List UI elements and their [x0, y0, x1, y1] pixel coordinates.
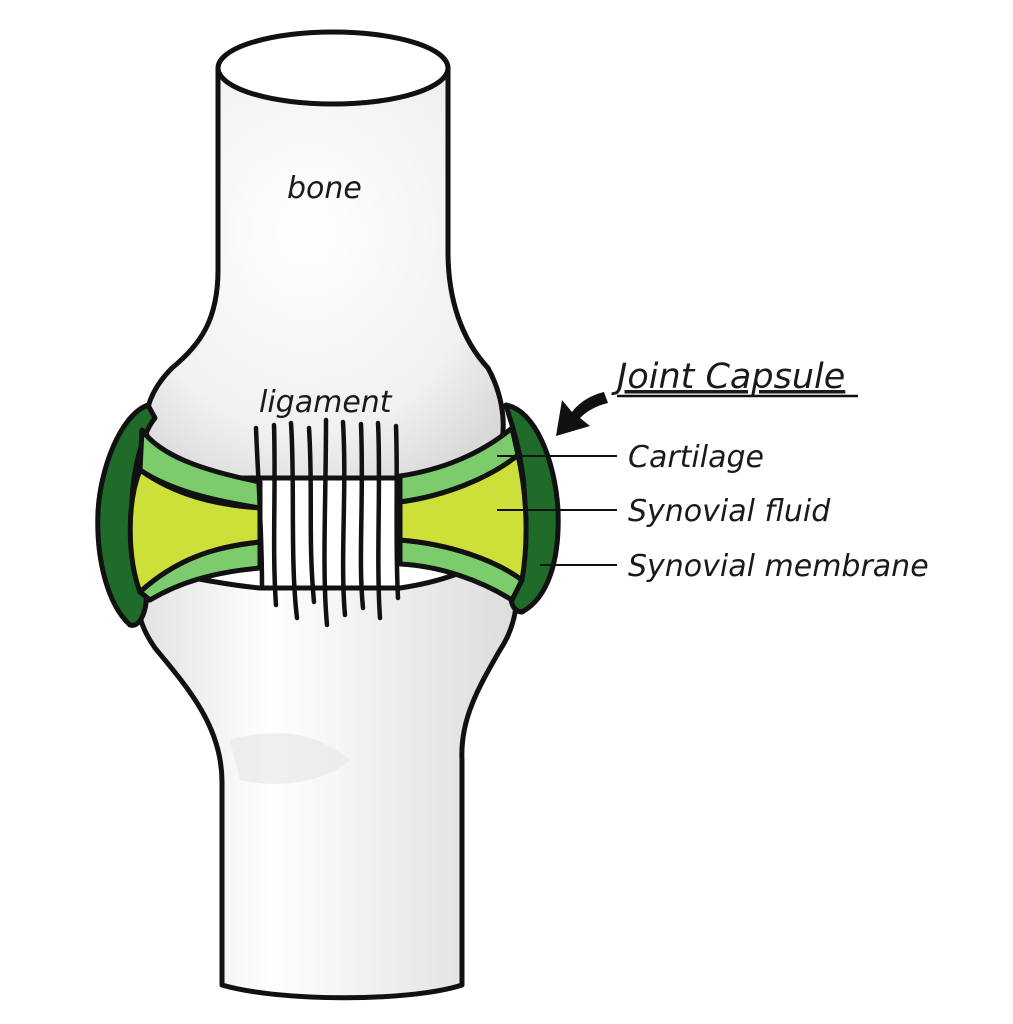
ligament-fiber: [306, 425, 317, 605]
lower-bone-shadow: [230, 732, 350, 784]
ligament-fiber: [340, 419, 348, 618]
synovial-fluid-left: [127, 467, 263, 595]
arrow-icon: [556, 392, 608, 436]
ligament-fiber: [358, 421, 366, 611]
ligament-label: ligament: [259, 385, 393, 420]
ligament-fibers: [253, 417, 401, 628]
ligament-fiber: [253, 425, 265, 588]
joint-capsule-label: Joint Capsule: [611, 357, 845, 397]
ligament-fiber: [393, 423, 401, 601]
bone-label: bone: [287, 171, 362, 206]
upper-bone-top: [215, 29, 451, 107]
ligament-fiber: [375, 420, 383, 621]
ligament-fiber: [322, 417, 330, 628]
ligament-fiber: [288, 420, 300, 621]
synovial-fluid-label: Synovial fluid: [628, 494, 831, 529]
synovial-fluid-right: [397, 452, 529, 583]
synovial-membrane-label: Synovial membrane: [628, 549, 929, 584]
ligament-fiber: [271, 422, 279, 608]
cartilage-label: Cartilage: [628, 440, 764, 475]
